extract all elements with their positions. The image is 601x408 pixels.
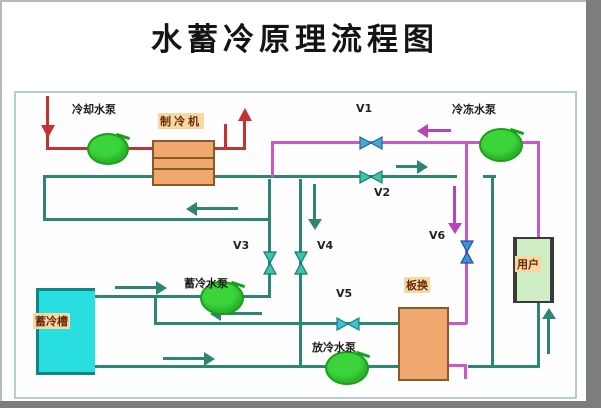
frame-edge (0, 0, 2, 408)
chiller-plate-line (154, 157, 213, 159)
pipe-red-inlet (46, 96, 49, 150)
pipe-green-tank-outlet (45, 295, 271, 298)
pipe-red-from-chiller (212, 147, 246, 150)
frame-edge (0, 401, 601, 408)
pipe-green-v3-branch (268, 179, 271, 298)
valve-v1-icon (359, 135, 383, 151)
chiller-unit (152, 140, 215, 186)
pipe-green-main (43, 175, 457, 178)
plate-hx-label: 板换 (404, 277, 430, 293)
frame-edge (0, 0, 601, 2)
page-title: 水蓄冷原理流程图 (151, 22, 439, 58)
valve-v1-label: V1 (356, 102, 373, 115)
user-label: 用户 (515, 256, 541, 272)
pipe-magenta-hx-top (436, 322, 467, 325)
storage-pump-icon (200, 281, 244, 315)
pipe-green-bottom-right (468, 365, 540, 368)
valve-v6-label: V6 (429, 229, 446, 242)
valve-v5-label: V5 (336, 287, 353, 300)
chilled-pump-label: 冷冻水泵 (452, 103, 496, 116)
valve-v2-icon (359, 169, 383, 185)
flow-arrow-right-icon (115, 280, 167, 295)
storage-pump-label: 蓄冷水泵 (184, 277, 228, 290)
pipe-magenta-hx-stub (464, 364, 467, 379)
valve-v4-label: V4 (317, 239, 334, 252)
cooling-pump-label: 冷却水泵 (72, 103, 116, 116)
pipe-green-v5-line (154, 322, 407, 325)
flow-arrow-left-icon (186, 201, 238, 216)
flow-arrow-down-icon (41, 125, 55, 138)
chiller-plate-line (154, 168, 213, 170)
pipe-green-return (43, 218, 271, 221)
chiller-label: 制冷机 (158, 113, 204, 129)
storage-tank (36, 288, 95, 375)
pipe-magenta-left-drop (271, 141, 274, 177)
tank-label: 蓄冷槽 (33, 313, 70, 329)
valve-v4-icon (293, 251, 309, 275)
flow-arrow-down-icon (307, 184, 322, 230)
flow-arrow-up-icon (541, 308, 556, 354)
valve-v5-icon (336, 316, 360, 332)
pipe-magenta-top (271, 141, 540, 144)
pipe-green-user-return (537, 302, 540, 367)
pipe-green-tank-tee (154, 297, 157, 325)
pipe-magenta-v6-branch (465, 143, 468, 324)
valve-v3-label: V3 (233, 239, 250, 252)
pipe-red-outlet-b (243, 120, 246, 149)
pipe-red-outlet-a (224, 124, 227, 149)
flow-arrow-right-icon (163, 351, 215, 366)
flow-arrow-up-icon (238, 108, 252, 121)
valve-v6-icon (459, 240, 475, 264)
valve-v3-icon (262, 251, 278, 275)
pipe-green-right-riser (491, 175, 494, 368)
flow-arrow-right-icon (396, 159, 428, 174)
pipe-magenta-user-supply (537, 141, 540, 239)
pipe-green-tank-bottom (45, 365, 413, 368)
pipe-green-main-after-crossing (483, 175, 496, 178)
plate-heat-exchanger (398, 307, 449, 381)
chilled-water-pump-icon (479, 128, 523, 162)
flow-arrow-left-icon (417, 123, 451, 138)
valve-v2-label: V2 (374, 186, 391, 199)
frame-edge (586, 0, 601, 408)
pipe-magenta-hx-bottom (436, 364, 467, 367)
cooling-water-pump-icon (87, 133, 129, 165)
flow-arrow-down-icon (447, 186, 462, 234)
discharge-pump-label: 放冷水泵 (312, 341, 356, 354)
discharge-pump-icon (325, 351, 369, 385)
pipe-green-left-riser (43, 175, 46, 221)
